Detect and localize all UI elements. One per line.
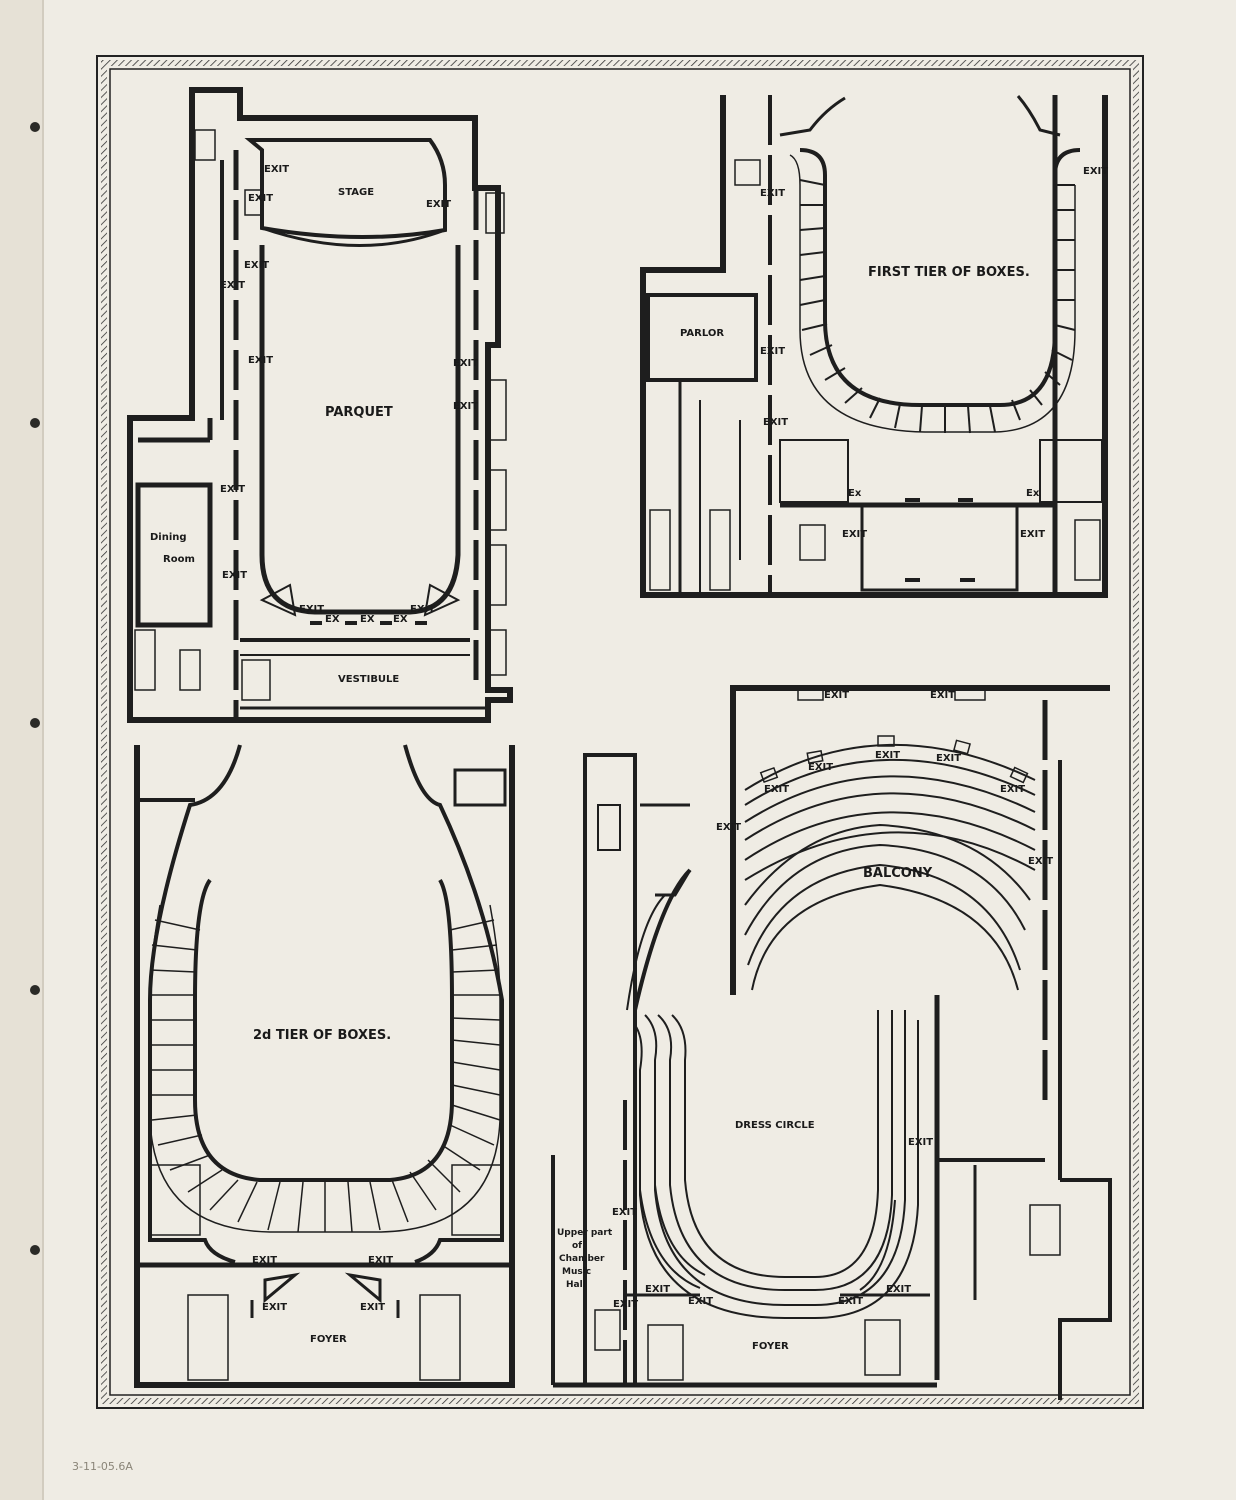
binding-stitch <box>30 122 40 132</box>
balcony-labels: EXIT EXIT EXIT EXIT EXIT EXIT EXIT EXIT … <box>557 690 1053 1352</box>
exit-label: EXIT <box>426 199 451 210</box>
exit-label: EXIT <box>612 1207 637 1218</box>
chamber-hall-label: Hall <box>566 1280 586 1290</box>
exit-label: EXIT <box>248 193 273 204</box>
exit-label: EXIT <box>220 484 245 495</box>
balcony-label: BALCONY <box>863 866 933 881</box>
exit-label: EXIT <box>410 604 435 615</box>
second-tier-label: 2d TIER OF BOXES. <box>253 1028 391 1043</box>
ex-label: EX <box>393 614 408 625</box>
dress-circle-label: DRESS CIRCLE <box>735 1120 815 1131</box>
exit-label: EXIT <box>453 358 478 369</box>
exit-label: EXIT <box>453 401 478 412</box>
page-binding <box>0 0 44 1500</box>
binding-stitch <box>30 418 40 428</box>
exit-label: EXIT <box>1020 529 1045 540</box>
exit-label: EXIT <box>808 762 833 773</box>
exit-label: EXIT <box>716 822 741 833</box>
exit-label: EXIT <box>760 346 785 357</box>
exit-label: EXIT <box>764 784 789 795</box>
first-tier-floor-plan <box>640 95 1108 598</box>
exit-label: EXIT <box>936 753 961 764</box>
ex-label: Ex <box>1026 488 1040 499</box>
parquet-labels: EXIT EXIT EXIT STAGE EXIT EXIT EXIT EXIT… <box>150 164 478 685</box>
exit-label: EXIT <box>760 188 785 199</box>
parquet-label: PARQUET <box>325 405 393 420</box>
dining-label: Dining <box>150 532 187 543</box>
ex-label: EX <box>360 614 375 625</box>
exit-label: EXIT <box>613 1299 638 1310</box>
exit-label: EXIT <box>264 164 289 175</box>
binding-stitch <box>30 1245 40 1255</box>
ex-label: EX <box>325 614 340 625</box>
exit-label: EXIT <box>220 280 245 291</box>
exit-label: EXIT <box>222 570 247 581</box>
balcony-floor-plan <box>551 685 1112 1400</box>
exit-label: EXIT <box>838 1296 863 1307</box>
exit-label: EXIT <box>244 260 269 271</box>
exit-label: EXIT <box>1083 166 1108 177</box>
exit-label: EXIT <box>360 1302 385 1313</box>
exit-label: EXIT <box>248 355 273 366</box>
vestibule-label: VESTIBULE <box>338 674 399 685</box>
archive-mark: 3-11-05.6A <box>72 1460 133 1473</box>
exit-label: EXIT <box>645 1284 670 1295</box>
binding-stitch <box>30 985 40 995</box>
exit-label: EXIT <box>688 1296 713 1307</box>
first-tier-label: FIRST TIER OF BOXES. <box>868 265 1030 280</box>
foyer-label: FOYER <box>752 1341 789 1352</box>
exit-label: EXIT <box>368 1255 393 1266</box>
binding-stitch <box>30 718 40 728</box>
exit-label: EXIT <box>1028 856 1053 867</box>
ex-label: Ex <box>848 488 862 499</box>
exit-label: EXIT <box>1000 784 1025 795</box>
chamber-hall-label: Upper part <box>557 1228 613 1238</box>
stage-label: STAGE <box>338 187 374 198</box>
exit-label: EXIT <box>824 690 849 701</box>
chamber-hall-label: of <box>572 1241 582 1251</box>
exit-label: EXIT <box>262 1302 287 1313</box>
chamber-hall-label: Music <box>562 1267 591 1277</box>
exit-label: EXIT <box>763 417 788 428</box>
exit-label: EXIT <box>908 1137 933 1148</box>
second-tier-labels: 2d TIER OF BOXES. EXIT EXIT EXIT EXIT FO… <box>252 1028 393 1345</box>
chamber-hall-label: Chamber <box>559 1254 605 1264</box>
exit-label: EXIT <box>299 604 324 615</box>
exit-label: EXIT <box>875 750 900 761</box>
foyer-label: FOYER <box>310 1334 347 1345</box>
exit-label: EXIT <box>886 1284 911 1295</box>
parlor-label: PARLOR <box>680 328 724 339</box>
exit-label: EXIT <box>930 690 955 701</box>
room-label: Room <box>163 554 195 565</box>
second-tier-floor-plan <box>134 744 515 1388</box>
exit-label: EXIT <box>252 1255 277 1266</box>
first-tier-labels: EXIT EXIT FIRST TIER OF BOXES. PARLOR EX… <box>680 166 1108 540</box>
exit-label: EXIT <box>842 529 867 540</box>
page-border <box>96 55 1144 1409</box>
parquet-floor-plan <box>127 87 513 723</box>
